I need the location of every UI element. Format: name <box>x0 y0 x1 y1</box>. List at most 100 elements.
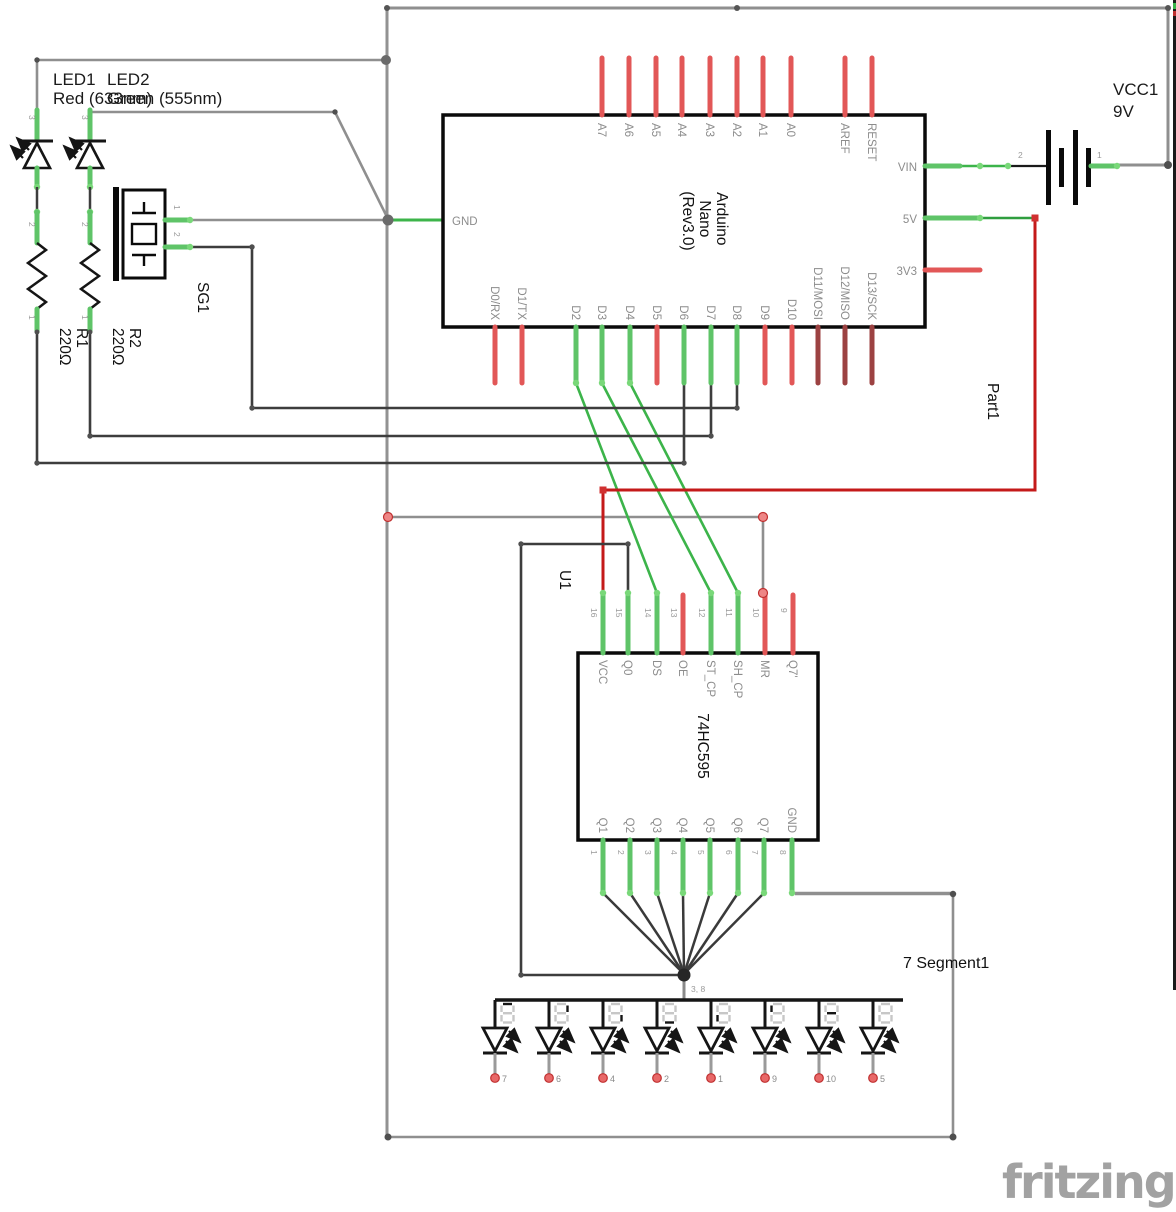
led2-with-r2[interactable]: 321 <box>62 107 106 335</box>
buzzer-symbol-element <box>130 222 158 246</box>
battery-pin1-number: 1 <box>1097 150 1102 160</box>
led-emission-arrow <box>826 1037 843 1054</box>
led-triangle <box>21 140 53 170</box>
sr-pin-label-q6: Q6 <box>731 818 743 833</box>
seven-segment-cell-d[interactable]: 2 <box>642 1000 684 1084</box>
sr-pin-number-13: 13 <box>669 608 679 618</box>
sr-pin-label-q4: Q4 <box>676 818 688 834</box>
arduino-pin-label-a4: A4 <box>675 123 687 138</box>
led2-value: Green (555nm) <box>107 89 222 108</box>
wire-q6-fan[interactable] <box>682 892 740 975</box>
sr-pin-number-1: 1 <box>589 850 599 855</box>
wire-d7-led2[interactable] <box>88 331 713 438</box>
resistor-pin1-number: 1 <box>80 315 90 320</box>
sr-pin-number-10: 10 <box>751 608 761 618</box>
seven-segment-cell-b[interactable]: 6 <box>534 1000 576 1084</box>
cell-pin-endpoint <box>814 1073 824 1083</box>
sr-pin-number-4: 4 <box>669 850 679 855</box>
arduino-pin-label-a2: A2 <box>730 123 742 137</box>
wire-q5-fan[interactable] <box>682 892 712 975</box>
sr-pin-label-q5: Q5 <box>703 818 715 833</box>
sr-pin-number-16: 16 <box>589 608 599 618</box>
pin-connection-dot <box>734 889 742 897</box>
wire-d2-ds[interactable] <box>574 382 659 594</box>
fritzing-watermark: fritzing <box>1002 1155 1175 1209</box>
wire-bend-dot <box>34 329 40 335</box>
arduino-pin-label-d4: D4 <box>623 305 635 320</box>
pin-connection-dot <box>706 889 714 897</box>
arduino-name: Arduino Nano (Rev3.0) <box>679 191 730 250</box>
seven-segment-cell-c[interactable]: 4 <box>588 1000 630 1084</box>
cell-pin-number: 10 <box>826 1074 836 1084</box>
arduino-pin-label-d6: D6 <box>677 305 689 320</box>
led-emission-arrow <box>883 1027 900 1044</box>
led-triangle <box>534 1026 564 1055</box>
seven-segment-ref: 7 Segment1 <box>903 955 989 972</box>
cell-pin-endpoint <box>490 1073 500 1083</box>
arduino-pin-label-d13-sck: D13/SCK <box>865 272 877 320</box>
shift-register-part: 74HC595 <box>694 713 711 779</box>
seven-segment-cell-e[interactable]: 1 <box>696 1000 738 1084</box>
wire-q4-fan[interactable] <box>681 892 686 975</box>
buzzer-sg1[interactable]: 1 2 <box>113 187 193 281</box>
resistor-pin1-number: 1 <box>27 315 37 320</box>
arduino-pin-label-5v: 5V <box>903 214 917 226</box>
wire-mr[interactable] <box>388 515 765 593</box>
sr-pin-label-vcc: VCC <box>596 660 608 684</box>
canvas-edge-pixel-green <box>1173 3 1176 9</box>
seven-segment-cell-f[interactable]: 9 <box>750 1000 792 1084</box>
led-triangle <box>588 1026 618 1055</box>
sr-pin-number-11: 11 <box>724 608 734 617</box>
cell-pin-number: 7 <box>502 1074 507 1084</box>
wire-q2-fan[interactable] <box>628 892 686 975</box>
led1-with-r1[interactable]: 321 <box>9 107 53 335</box>
seven-segment-common-label: 3, 8 <box>691 984 705 994</box>
led-triangle <box>696 1026 726 1055</box>
wire-battery-negative-rail[interactable] <box>387 6 1170 167</box>
cell-pin-number: 9 <box>772 1074 777 1084</box>
wire-5v-red[interactable] <box>601 218 1037 593</box>
wire-d3-stcp[interactable] <box>600 382 713 594</box>
led-emission-arrow <box>613 1027 630 1044</box>
buzzer-pin2-number: 2 <box>172 232 182 237</box>
seven-segment-cell-a[interactable]: 7 <box>480 1000 522 1084</box>
resistor2-label: R2 220Ω <box>109 328 143 365</box>
arduino-pin-label-a5: A5 <box>649 123 661 137</box>
wire-q3-fan[interactable] <box>655 892 686 975</box>
cell-pin-endpoint <box>706 1073 716 1083</box>
led1-value: Red (633nm) <box>53 89 152 108</box>
battery-pin2-number: 2 <box>1018 150 1023 160</box>
led-emission-arrow <box>721 1027 738 1044</box>
arduino-pin-label-d11-mosi: D11/MOSI <box>811 267 823 320</box>
wire-q1-fan[interactable] <box>602 892 685 975</box>
seven-segment-cell-dp[interactable]: 5 <box>858 1000 900 1084</box>
arduino-pin-label-a3: A3 <box>703 123 715 137</box>
resistor-zigzag <box>25 242 49 310</box>
sr-pin-number-9: 9 <box>779 608 789 613</box>
sr-pin-label-q1: Q1 <box>596 818 608 833</box>
sr-pin-number-8: 8 <box>778 850 788 855</box>
led2-ref: LED2 <box>107 70 150 89</box>
wire-d4-shcp[interactable] <box>628 382 740 594</box>
wire-q7-fan[interactable] <box>683 892 765 975</box>
shift-register-body[interactable] <box>576 651 820 842</box>
part1-label: Part1 <box>984 383 1001 420</box>
arduino-pin-label-d10: D10 <box>785 299 797 320</box>
sr-pin-number-2: 2 <box>616 850 626 855</box>
arduino-pin-label-gnd: GND <box>452 216 478 228</box>
pin-connection-dot <box>626 889 634 897</box>
led-pin3-number: 3 <box>27 115 37 120</box>
led-pin3-number: 3 <box>80 115 90 120</box>
wire-junctions <box>34 5 1172 1141</box>
led-emission-arrow <box>505 1027 522 1044</box>
sr-pin-label-q3: Q3 <box>650 818 662 833</box>
arduino-pin-label-d5: D5 <box>650 305 662 320</box>
led-emission-arrow <box>775 1027 792 1044</box>
seven-segment-cell-g[interactable]: 10 <box>804 1000 846 1084</box>
wire-d6-led1[interactable] <box>35 331 686 465</box>
led-emission-arrow <box>9 144 26 161</box>
cell-pin-number: 1 <box>718 1074 723 1084</box>
battery-vcc1[interactable]: 2 1 <box>1008 130 1120 205</box>
pin-connection-dot <box>679 889 687 897</box>
